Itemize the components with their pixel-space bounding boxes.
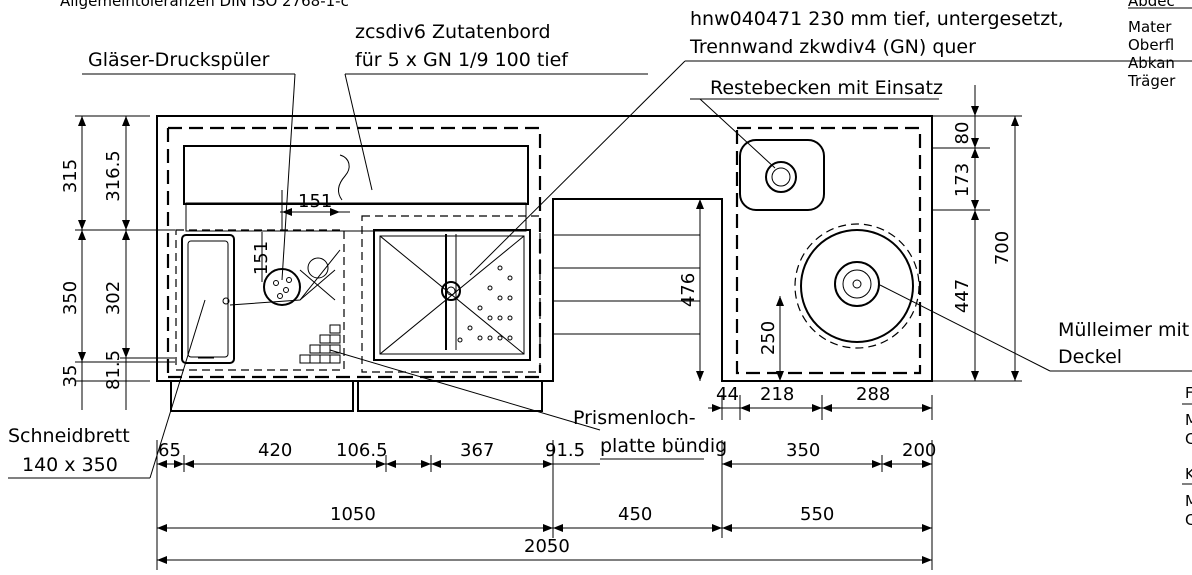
- note-line-5: Träger: [1127, 72, 1176, 90]
- scrap-basin: [739, 139, 825, 211]
- note-line-1: Abdec: [1128, 0, 1175, 10]
- label-prismen-1: Prismenloch-: [573, 407, 696, 429]
- dim-151-h: 151: [298, 191, 332, 212]
- dim-173: 173: [952, 163, 973, 197]
- dim-2050: 2050: [524, 536, 570, 557]
- glass-rinser-basin: [175, 229, 345, 371]
- dim-915: 91.5: [545, 440, 585, 461]
- dim-550: 550: [800, 504, 834, 525]
- main-sink: [361, 215, 541, 373]
- dim-1065: 106.5: [336, 440, 388, 461]
- dim-left-302: 302: [103, 281, 124, 315]
- label-restebecken: Restebecken mit Einsatz: [710, 77, 943, 99]
- label-hnw-1: hnw040471 230 mm tief, untergesetzt,: [690, 8, 1064, 30]
- note-lower-6: C: [1185, 511, 1192, 529]
- label-muelleimer-1: Mülleimer mit: [1058, 319, 1189, 341]
- label-hnw-2: Trennwand zkwdiv4 (GN) quer: [689, 36, 976, 58]
- label-prismen-2: platte bündig: [600, 435, 727, 457]
- dim-80: 80: [952, 122, 973, 145]
- callouts: zcsdiv6 Zutatenbord für 5 x GN 1/9 100 t…: [8, 8, 1192, 479]
- label-zutatenbord-1: zcsdiv6 Zutatenbord: [355, 21, 551, 43]
- drawers: [170, 380, 543, 412]
- label-muelleimer-2: Deckel: [1058, 346, 1122, 368]
- dim-left-3165: 316.5: [103, 150, 124, 202]
- note-lower-3: C: [1185, 430, 1192, 448]
- note-lower-5: M: [1185, 492, 1192, 510]
- dim-65: 65: [158, 440, 181, 461]
- dim-450: 450: [618, 504, 652, 525]
- label-schneidbrett-2: 140 x 350: [22, 454, 118, 476]
- note-lower-2: M: [1185, 411, 1192, 429]
- dim-367: 367: [460, 440, 494, 461]
- perforation-right: [457, 265, 513, 343]
- note-line-4: Abkan: [1128, 54, 1175, 72]
- perforation-left: [299, 324, 341, 364]
- note-lower-4: K: [1185, 465, 1192, 483]
- note-line-3: Oberfl: [1128, 36, 1174, 54]
- zutatenbord: [183, 145, 529, 232]
- note-lower-1: F: [1185, 384, 1192, 402]
- arrowheads: [78, 106, 1019, 564]
- note-line-2: Mater: [1128, 18, 1172, 36]
- waste-bin: [794, 223, 920, 349]
- dim-476: 476: [678, 273, 699, 307]
- dim-288: 288: [856, 384, 890, 405]
- dim-1050: 1050: [330, 504, 376, 525]
- dim-350-bottom: 350: [786, 440, 820, 461]
- dim-left-35: 35: [60, 365, 81, 388]
- dim-44: 44: [716, 384, 739, 405]
- dim-left-815: 81.5: [103, 350, 124, 390]
- label-schneidbrett-1: Schneidbrett: [8, 425, 130, 447]
- right-notes: Abdec Mater Oberfl Abkan Träger F M C K …: [1127, 0, 1192, 529]
- tolerance-note: Allgemeintoleranzen DIN ISO 2768-1-c: [60, 0, 349, 10]
- dim-200: 200: [902, 440, 936, 461]
- prism-plate: [553, 234, 700, 335]
- dim-420: 420: [258, 440, 292, 461]
- label-glaeser: Gläser-Druckspüler: [88, 49, 270, 71]
- dim-218: 218: [760, 384, 794, 405]
- label-zutatenbord-2: für 5 x GN 1/9 100 tief: [355, 49, 569, 71]
- dim-700: 700: [992, 231, 1013, 265]
- dim-447: 447: [952, 279, 973, 313]
- dim-left-315: 315: [60, 159, 81, 193]
- dim-250: 250: [758, 321, 779, 355]
- dim-151-v: 151: [251, 241, 272, 275]
- dim-left-350: 350: [60, 281, 81, 315]
